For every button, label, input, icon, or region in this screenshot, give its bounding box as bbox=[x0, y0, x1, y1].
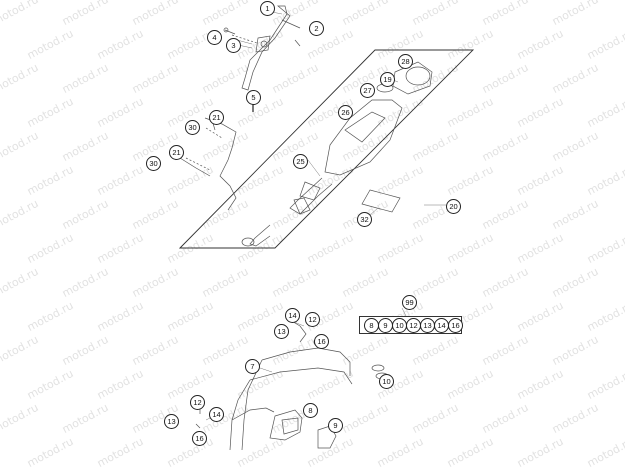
callout-27[interactable]: 27 bbox=[360, 83, 375, 98]
callout-21[interactable]: 21 bbox=[209, 110, 224, 125]
kit-item-10[interactable]: 10 bbox=[392, 318, 407, 333]
kit-item-9[interactable]: 9 bbox=[378, 318, 393, 333]
callout-30[interactable]: 30 bbox=[146, 156, 161, 171]
clamp-bracket-part bbox=[169, 117, 237, 211]
callout-28[interactable]: 28 bbox=[398, 54, 413, 69]
callout-32[interactable]: 32 bbox=[357, 212, 372, 227]
kit-item-13[interactable]: 13 bbox=[420, 318, 435, 333]
header-pipe-part bbox=[195, 319, 389, 451]
bracket-part bbox=[223, 5, 301, 112]
kit-item-12[interactable]: 12 bbox=[406, 318, 421, 333]
callout-12[interactable]: 12 bbox=[190, 395, 205, 410]
callout-12[interactable]: 12 bbox=[305, 312, 320, 327]
callout-8[interactable]: 8 bbox=[303, 403, 318, 418]
callout-9[interactable]: 9 bbox=[328, 418, 343, 433]
kit-item-16[interactable]: 16 bbox=[448, 318, 463, 333]
leader-lines bbox=[205, 11, 446, 421]
callout-3[interactable]: 3 bbox=[226, 38, 241, 53]
callout-7[interactable]: 7 bbox=[245, 359, 260, 374]
callout-5[interactable]: 5 bbox=[246, 90, 261, 105]
kit-contents-box: 8 9 10 12 13 14 16 bbox=[359, 316, 463, 334]
callout-14[interactable]: 14 bbox=[285, 308, 300, 323]
callout-4[interactable]: 4 bbox=[207, 30, 222, 45]
callout-13[interactable]: 13 bbox=[164, 414, 179, 429]
callout-16[interactable]: 16 bbox=[192, 431, 207, 446]
callout-16[interactable]: 16 bbox=[314, 334, 329, 349]
silencer-part bbox=[241, 61, 433, 247]
callout-2[interactable]: 2 bbox=[309, 21, 324, 36]
callout-20[interactable]: 20 bbox=[446, 199, 461, 214]
callout-13[interactable]: 13 bbox=[274, 324, 289, 339]
exhaust-group-outline bbox=[178, 49, 475, 249]
callout-25[interactable]: 25 bbox=[293, 154, 308, 169]
callout-14[interactable]: 14 bbox=[209, 407, 224, 422]
callout-19[interactable]: 19 bbox=[380, 72, 395, 87]
kit-item-8[interactable]: 8 bbox=[364, 318, 379, 333]
callout-21[interactable]: 21 bbox=[169, 145, 184, 160]
callout-1[interactable]: 1 bbox=[260, 1, 275, 16]
callout-30[interactable]: 30 bbox=[185, 120, 200, 135]
callout-10[interactable]: 10 bbox=[379, 374, 394, 389]
callout-99[interactable]: 99 bbox=[402, 295, 417, 310]
callout-26[interactable]: 26 bbox=[338, 105, 353, 120]
kit-item-14[interactable]: 14 bbox=[434, 318, 449, 333]
